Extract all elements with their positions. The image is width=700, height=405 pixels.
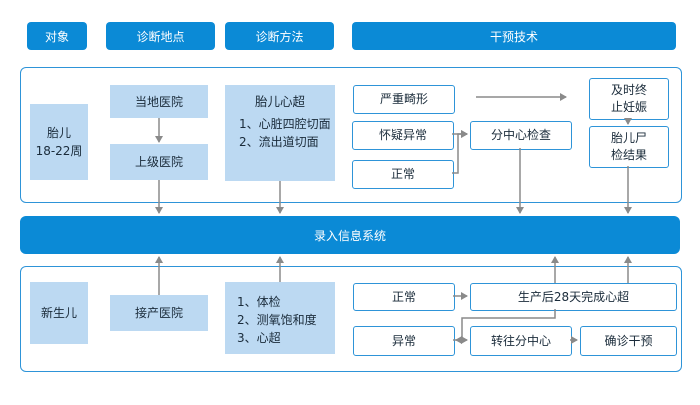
newborn-subject: 新生儿 xyxy=(30,282,88,344)
echo-28-days: 生产后28天完成心超 xyxy=(470,283,677,311)
fetal-echo-title: 胎儿心超 xyxy=(254,94,305,109)
fetus-normal: 正常 xyxy=(352,160,454,189)
suspected-abnormal: 怀疑异常 xyxy=(352,121,454,150)
fetus-subject-line1: 胎儿 xyxy=(46,126,71,140)
header-location: 诊断地点 xyxy=(106,22,215,50)
info-system-band: 录入信息系统 xyxy=(20,216,680,254)
newborn-method-item-3: 3、心超 xyxy=(237,331,281,345)
terminate-line2: 止妊娠 xyxy=(610,100,647,114)
header-method: 诊断方法 xyxy=(225,22,334,50)
newborn-normal: 正常 xyxy=(353,283,455,311)
severe-malformation: 严重畸形 xyxy=(353,85,455,114)
fetus-subject-line2: 18-22周 xyxy=(35,144,83,158)
autopsy-result: 胎儿尸 检结果 xyxy=(589,126,669,168)
fetal-echo-method: 胎儿心超 1、心脏四腔切面 2、流出道切面 xyxy=(225,85,335,181)
newborn-method-item-2: 2、测氧饱和度 xyxy=(237,313,317,327)
local-hospital: 当地医院 xyxy=(110,85,208,118)
newborn-method-item-1: 1、体检 xyxy=(237,295,281,309)
delivery-hospital: 接产医院 xyxy=(110,295,208,331)
newborn-method: 1、体检 2、测氧饱和度 3、心超 xyxy=(225,282,335,354)
center-check: 分中心检查 xyxy=(470,121,572,150)
confirm-intervention: 确诊干预 xyxy=(580,326,677,356)
arrow-normal-to-center xyxy=(452,130,468,174)
newborn-abnormal: 异常 xyxy=(353,326,455,356)
autopsy-line2: 检结果 xyxy=(610,148,647,162)
autopsy-line1: 胎儿尸 xyxy=(610,131,647,145)
fetal-echo-item-1: 1、心脏四腔切面 xyxy=(239,117,331,131)
fetal-echo-item-2: 2、流出道切面 xyxy=(239,135,319,149)
upper-hospital: 上级医院 xyxy=(110,144,208,180)
arrow-echo28-to-abnormal xyxy=(455,309,556,344)
terminate-line1: 及时终 xyxy=(610,83,647,97)
header-object: 对象 xyxy=(27,22,87,50)
header-intervention: 干预技术 xyxy=(352,22,676,50)
fetus-subject: 胎儿 18-22周 xyxy=(30,104,88,180)
